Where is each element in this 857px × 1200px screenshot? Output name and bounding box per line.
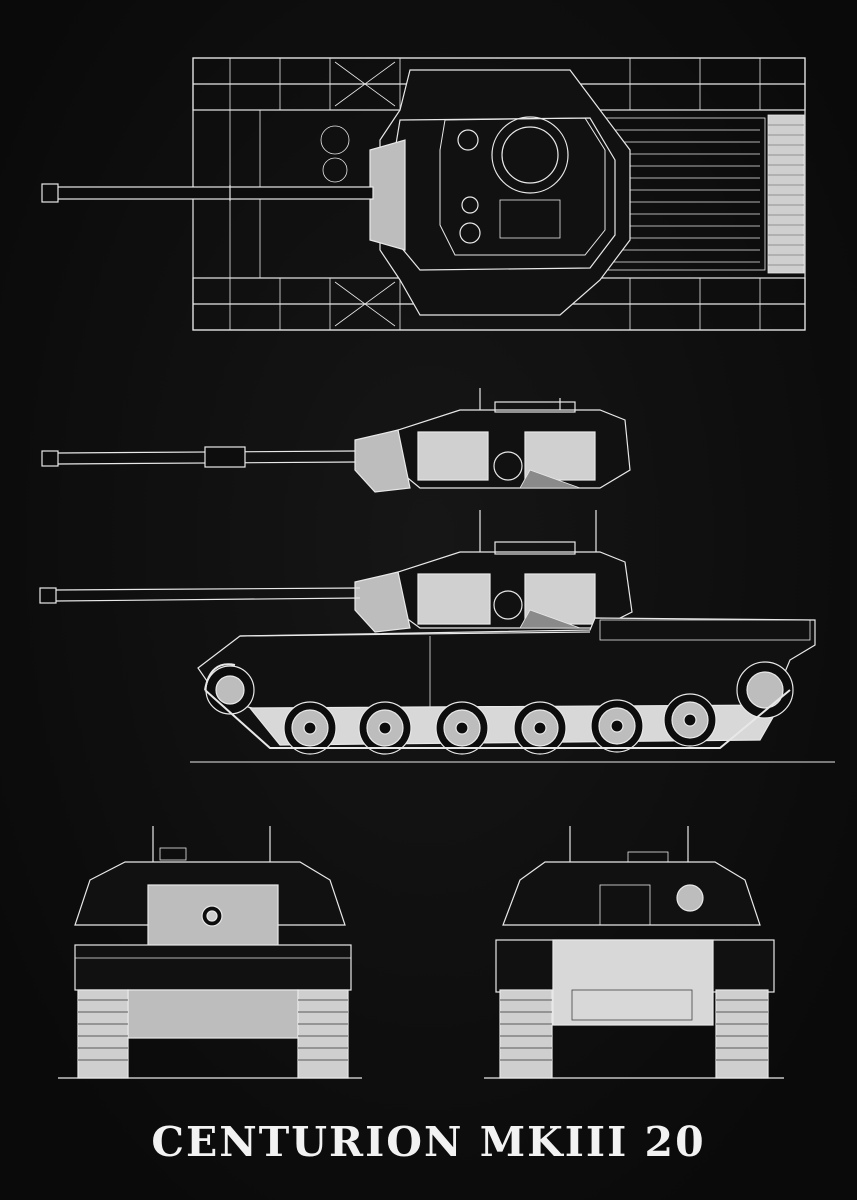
front-view — [58, 826, 362, 1079]
rear-view — [484, 826, 784, 1079]
turret-side-view — [41, 388, 631, 493]
poster-title: CENTURION MKIII 20 — [151, 1118, 706, 1166]
top-view — [41, 57, 806, 331]
side-view — [39, 510, 835, 763]
